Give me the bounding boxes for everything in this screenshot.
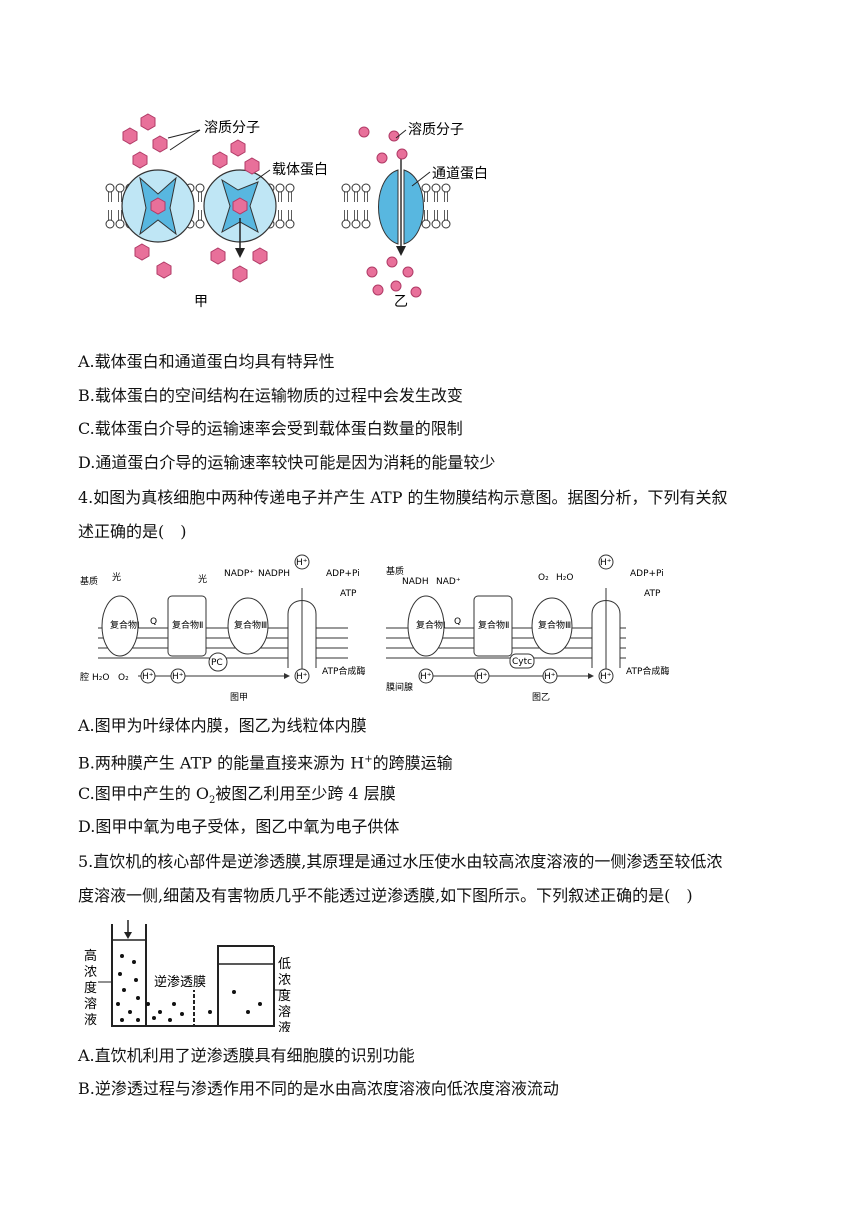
vertical-char: 度	[278, 988, 291, 1004]
svg-text:H₂O: H₂O	[556, 573, 573, 583]
svg-text:基质: 基质	[386, 565, 404, 577]
svg-text:图乙: 图乙	[532, 692, 550, 703]
svg-text:复合物Ⅲ: 复合物Ⅲ	[234, 619, 267, 631]
left-label: 高浓度溶液	[84, 948, 97, 1028]
channel-protein	[378, 169, 399, 245]
q5-stem-line2: 度溶液一侧,细菌及有害物质几乎不能透过逆渗透膜,如下图所示。下列叙述正确的是( …	[78, 886, 693, 905]
label-carrier: 载体蛋白	[272, 162, 328, 178]
svg-text:NADP⁺: NADP⁺	[224, 569, 254, 579]
svg-text:H⁺: H⁺	[476, 672, 488, 682]
figure-electron-transport: 基质 光 光 NADP⁺ NADPH ADP+Pi ATP 复合物Ⅰ 复合物Ⅱ …	[80, 554, 669, 703]
label-solute-yi: 溶质分子	[408, 122, 464, 138]
svg-text:ATP: ATP	[340, 589, 357, 599]
svg-text:H⁺: H⁺	[296, 558, 308, 568]
q3-option-b: B.载体蛋白的空间结构在运输物质的过程中会发生改变	[78, 386, 463, 405]
svg-text:ADP+Pi: ADP+Pi	[630, 569, 664, 579]
svg-text:H⁺: H⁺	[172, 672, 184, 682]
vertical-char: 高	[84, 948, 97, 964]
label-solute-jia: 溶质分子	[204, 120, 260, 136]
membrane-label: 逆渗透膜	[154, 974, 206, 990]
svg-text:Q: Q	[454, 617, 461, 627]
svg-text:O₂: O₂	[118, 673, 129, 683]
svg-text:O₂: O₂	[538, 573, 549, 583]
vertical-char: 溶	[84, 997, 97, 1012]
vertical-char: 低	[278, 957, 291, 972]
svg-text:H₂O: H₂O	[92, 673, 109, 683]
q4-stem-line1: 4.如图为真核细胞中两种传递电子并产生 ATP 的生物膜结构示意图。据图分析，下…	[78, 488, 728, 507]
membrane-yi	[341, 158, 451, 256]
svg-text:基质: 基质	[80, 575, 98, 587]
svg-text:H⁺: H⁺	[600, 558, 612, 568]
svg-text:H⁺: H⁺	[142, 672, 154, 682]
vertical-char: 浓	[84, 965, 97, 980]
figure-reverse-osmosis: 高浓度溶液 低浓度溶液 逆渗透膜	[84, 920, 291, 1032]
membrane-jia	[105, 169, 295, 258]
q4-option-a: A.图甲为叶绿体内膜，图乙为线粒体内膜	[78, 716, 367, 735]
svg-text:复合物Ⅱ: 复合物Ⅱ	[172, 619, 203, 631]
svg-text:膜间腺: 膜间腺	[386, 681, 413, 693]
vertical-char: 液	[278, 1021, 291, 1032]
svg-text:Q: Q	[150, 617, 157, 627]
svg-text:复合物Ⅱ: 复合物Ⅱ	[478, 619, 509, 631]
svg-text:H⁺: H⁺	[296, 672, 308, 682]
caption-yi: 乙	[394, 294, 408, 310]
svg-text:腔: 腔	[80, 671, 89, 683]
diagram-jia: 基质 光 光 NADP⁺ NADPH ADP+Pi ATP 复合物Ⅰ 复合物Ⅱ …	[80, 554, 365, 703]
q3-option-d: D.通道蛋白介导的运输速率较快可能是因为消耗的能量较少	[78, 453, 496, 472]
svg-text:H⁺: H⁺	[420, 672, 432, 682]
q4-option-b: B.两种膜产生 ATP 的能量直接来源为 H+的跨膜运输	[78, 753, 453, 773]
right-label: 低浓度溶液	[278, 957, 291, 1032]
svg-text:光: 光	[198, 573, 207, 585]
svg-text:NADH: NADH	[402, 577, 429, 587]
svg-text:ATP合成酶: ATP合成酶	[626, 665, 669, 677]
svg-text:复合物Ⅲ: 复合物Ⅲ	[538, 619, 571, 631]
svg-text:ATP合成酶: ATP合成酶	[322, 665, 365, 677]
svg-text:复合物Ⅰ: 复合物Ⅰ	[416, 619, 446, 631]
q5-option-b: B.逆渗透过程与渗透作用不同的是水由高浓度溶液向低浓度溶液流动	[78, 1079, 559, 1098]
figure-transport-proteins: 溶质分子 载体蛋白 甲 溶质分子 通道蛋白 乙	[105, 113, 488, 310]
q4-stem-line2: 述正确的是( )	[78, 522, 187, 541]
q3-option-c: C.载体蛋白介导的运输速率会受到载体蛋白数量的限制	[78, 419, 463, 438]
svg-text:NAD⁺: NAD⁺	[436, 577, 461, 587]
caption-jia: 甲	[194, 294, 208, 310]
q3-option-a: A.载体蛋白和通道蛋白均具有特异性	[78, 352, 335, 371]
svg-text:NADPH: NADPH	[258, 569, 290, 579]
vertical-char: 度	[84, 980, 97, 996]
vertical-char: 浓	[278, 973, 291, 988]
label-channel: 通道蛋白	[432, 166, 488, 182]
svg-text:图甲: 图甲	[230, 692, 248, 703]
svg-text:H⁺: H⁺	[600, 672, 612, 682]
q5-option-a: A.直饮机利用了逆渗透膜具有细胞膜的识别功能	[78, 1046, 415, 1065]
solute-particles	[116, 954, 262, 1022]
q5-stem-line1: 5.直饮机的核心部件是逆渗透膜,其原理是通过水压使水由较高浓度溶液的一侧渗透至较…	[78, 852, 723, 871]
svg-text:H⁺: H⁺	[544, 672, 556, 682]
vertical-char: 液	[84, 1013, 97, 1028]
svg-text:复合物Ⅰ: 复合物Ⅰ	[110, 619, 140, 631]
q4-option-d: D.图甲中氧为电子受体，图乙中氧为电子供体	[78, 817, 400, 836]
vertical-char: 溶	[278, 1005, 291, 1020]
q4-option-c: C.图甲中产生的 O2被图乙利用至少跨 4 层膜	[78, 784, 396, 807]
svg-text:ATP: ATP	[644, 589, 661, 599]
svg-text:PC: PC	[211, 658, 223, 668]
svg-text:Cytc: Cytc	[512, 657, 532, 667]
diagram-yi: 基质 NADH NAD⁺ O₂ H₂O ADP+Pi ATP 复合物Ⅰ 复合物Ⅱ…	[386, 554, 669, 703]
svg-text:ADP+Pi: ADP+Pi	[326, 569, 360, 579]
svg-text:光: 光	[112, 571, 121, 583]
